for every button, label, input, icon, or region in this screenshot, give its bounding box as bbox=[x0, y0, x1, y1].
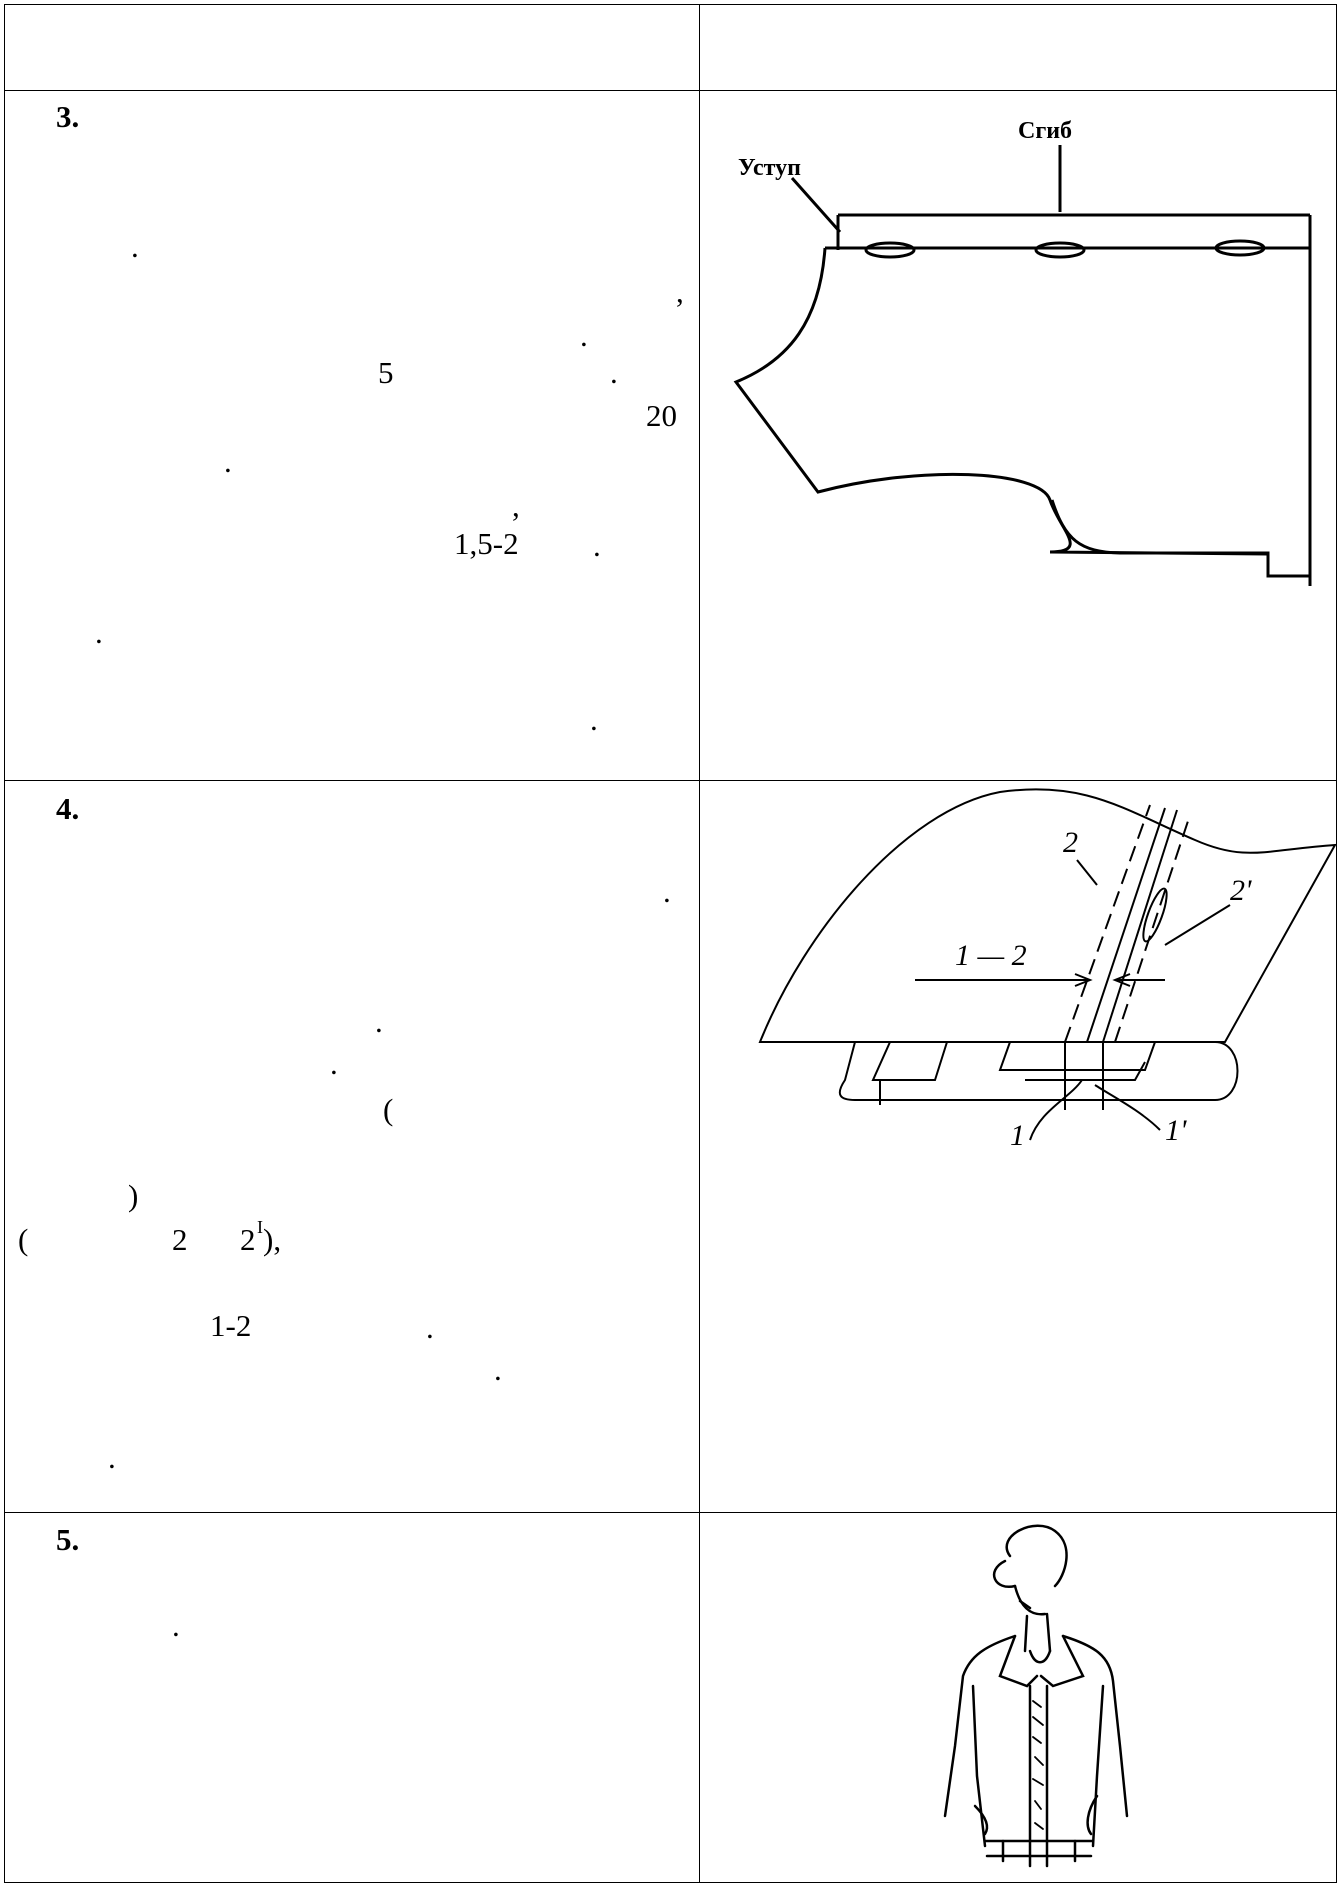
text-fragment: , bbox=[676, 274, 684, 309]
text-fragment: 1,5-2 bbox=[454, 526, 519, 561]
text-fragment: . bbox=[108, 1440, 116, 1475]
text-fragment: . bbox=[580, 318, 588, 353]
table-border-left bbox=[4, 4, 5, 1883]
text-fragment: , bbox=[512, 488, 520, 523]
text-fragment: 1-2 bbox=[210, 1308, 252, 1343]
text-fragment: . bbox=[330, 1046, 338, 1081]
text-fragment: 20 bbox=[646, 398, 677, 433]
text-fragment: . bbox=[593, 528, 601, 563]
text-fragment: . bbox=[426, 1310, 434, 1345]
text-fragment: . bbox=[131, 229, 139, 264]
ledge-label: Уступ bbox=[738, 155, 801, 181]
superscript: I bbox=[257, 1217, 263, 1237]
text-fragment: . bbox=[95, 615, 103, 650]
step-number: 3. bbox=[56, 99, 80, 134]
row-divider bbox=[4, 90, 1337, 91]
text-fragment: . bbox=[172, 1608, 180, 1643]
step-number: 4. bbox=[56, 791, 80, 826]
seam-label-2-prime: 2' bbox=[1230, 874, 1252, 907]
text-fragment: . bbox=[375, 1004, 383, 1039]
text-fragment: ) bbox=[128, 1178, 139, 1213]
seam-label-2: 2 bbox=[1063, 826, 1078, 859]
text-fragment: . bbox=[494, 1352, 502, 1387]
step-number: 5. bbox=[56, 1522, 80, 1557]
instruction-table bbox=[4, 4, 1337, 1883]
text-fragment: . bbox=[610, 355, 618, 390]
dimension-label: 1 — 2 bbox=[955, 939, 1027, 972]
pattern-piece-figure: Сгиб Уступ bbox=[733, 118, 1312, 586]
text-fragment: 5 bbox=[378, 355, 394, 390]
point-label-1-prime: 1' bbox=[1165, 1114, 1187, 1147]
table-border-right bbox=[1336, 4, 1337, 1883]
garment-sketch-figure bbox=[943, 1524, 1129, 1868]
stitching-figure: 2 2' 1 — 2 1 1' bbox=[758, 788, 1337, 1152]
text-fragment: . bbox=[224, 444, 232, 479]
fold-label: Сгиб bbox=[1018, 118, 1072, 144]
table-border-top bbox=[4, 4, 1337, 5]
column-divider bbox=[699, 4, 700, 1883]
row-divider bbox=[4, 780, 1337, 781]
text-fragment: ( bbox=[383, 1092, 394, 1127]
text-fragment: . bbox=[663, 874, 671, 909]
text-fragment: . bbox=[590, 702, 598, 737]
row-divider bbox=[4, 1512, 1337, 1513]
table-border-bottom bbox=[4, 1882, 1337, 1883]
point-label-1: 1 bbox=[1010, 1119, 1025, 1152]
text-fragment: ), bbox=[263, 1222, 282, 1257]
text-fragment: 2 bbox=[240, 1222, 256, 1257]
text-fragment: 2 bbox=[172, 1222, 188, 1257]
text-fragment: ( bbox=[18, 1222, 29, 1257]
